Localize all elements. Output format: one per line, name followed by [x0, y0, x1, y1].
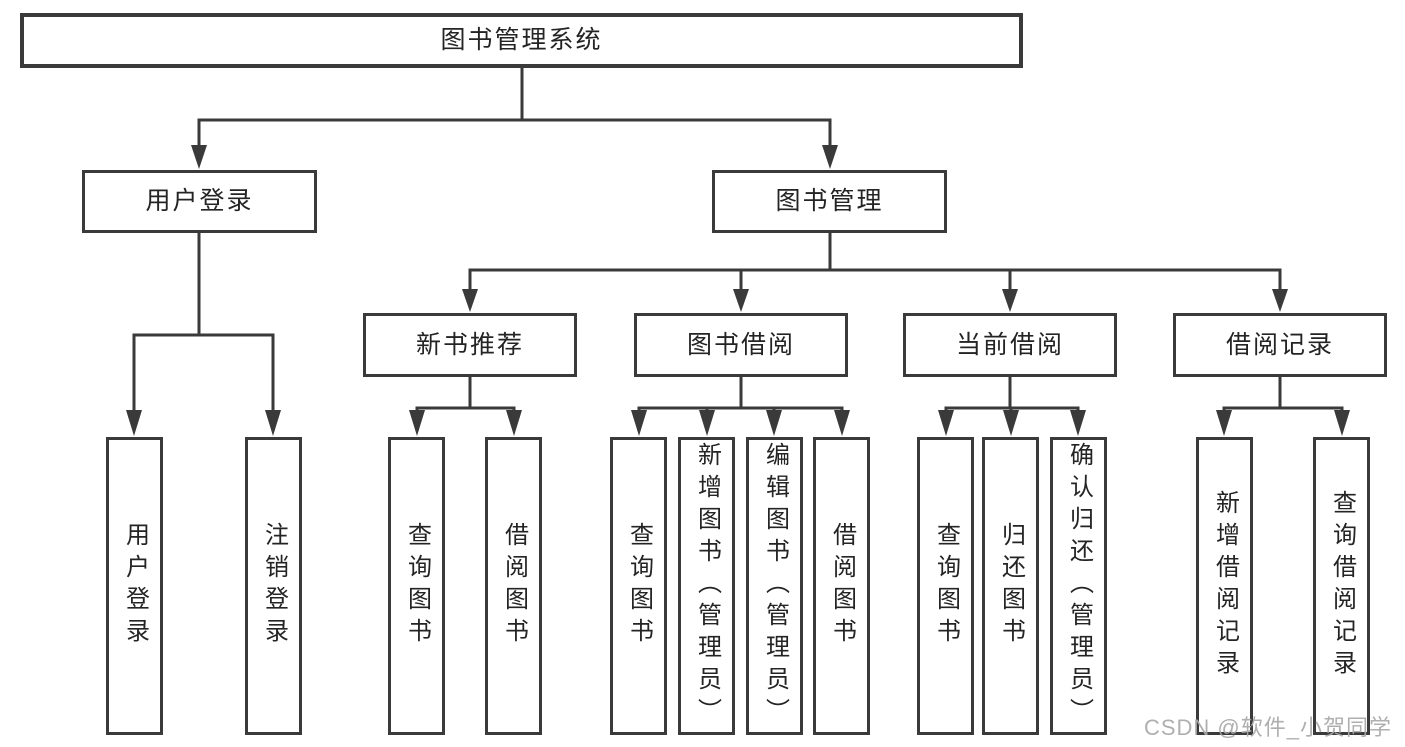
leaf-add-borrow-record-label: 新增借阅记录: [1211, 490, 1239, 682]
arrowheads: [126, 145, 1350, 436]
node-user-login: 用户登录: [82, 170, 317, 233]
leaf-query-books-recommend: 查询图书: [388, 437, 445, 735]
leaf-user-login: 用户登录: [106, 437, 163, 735]
node-book-management: 图书管理: [712, 170, 947, 233]
watermark: CSDN @软件_小贺同学: [1143, 715, 1392, 740]
node-new-book-recommend: 新书推荐: [363, 313, 577, 377]
leaf-confirm-return-admin: 确认归还（管理员）: [1050, 437, 1107, 735]
node-user-login-label: 用户登录: [145, 187, 254, 215]
node-library-system: 图书管理系统: [20, 13, 1023, 68]
leaf-borrow-books-borrowing-label: 借阅图书: [828, 522, 856, 650]
leaf-edit-book-admin: 编辑图书（管理员）: [746, 437, 803, 735]
leaf-return-book-label: 归还图书: [997, 522, 1025, 650]
leaf-query-books-current-label: 查询图书: [932, 522, 960, 650]
node-borrowing-records-label: 借阅记录: [1225, 330, 1334, 359]
leaf-add-book-admin: 新增图书（管理员）: [678, 437, 735, 735]
node-book-borrowing: 图书借阅: [634, 313, 848, 377]
leaf-logout: 注销登录: [245, 437, 302, 735]
leaf-borrow-books-borrowing: 借阅图书: [813, 437, 870, 735]
leaf-confirm-return-admin-label: 确认归还（管理员）: [1065, 442, 1093, 730]
node-new-book-recommend-label: 新书推荐: [415, 330, 524, 359]
node-current-borrowing: 当前借阅: [903, 313, 1117, 377]
leaf-query-borrow-record-label: 查询借阅记录: [1328, 490, 1356, 682]
node-book-management-label: 图书管理: [775, 187, 884, 215]
leaf-query-borrow-record: 查询借阅记录: [1313, 437, 1370, 735]
leaf-return-book: 归还图书: [982, 437, 1039, 735]
node-borrowing-records: 借阅记录: [1173, 313, 1387, 377]
node-library-system-label: 图书管理系统: [440, 26, 603, 54]
leaf-query-books-borrowing: 查询图书: [610, 437, 667, 735]
leaf-logout-label: 注销登录: [260, 522, 288, 650]
leaf-query-books-recommend-label: 查询图书: [403, 522, 431, 650]
leaf-query-books-borrowing-label: 查询图书: [625, 522, 653, 650]
node-book-borrowing-label: 图书借阅: [686, 330, 795, 359]
leaf-user-login-label: 用户登录: [121, 522, 149, 650]
leaf-add-book-admin-label: 新增图书（管理员）: [693, 442, 721, 730]
leaf-query-books-current: 查询图书: [917, 437, 974, 735]
leaf-add-borrow-record: 新增借阅记录: [1196, 437, 1253, 735]
leaf-borrow-books-recommend-label: 借阅图书: [500, 522, 528, 650]
node-current-borrowing-label: 当前借阅: [955, 330, 1064, 359]
leaf-borrow-books-recommend: 借阅图书: [485, 437, 542, 735]
leaf-edit-book-admin-label: 编辑图书（管理员）: [761, 442, 789, 730]
